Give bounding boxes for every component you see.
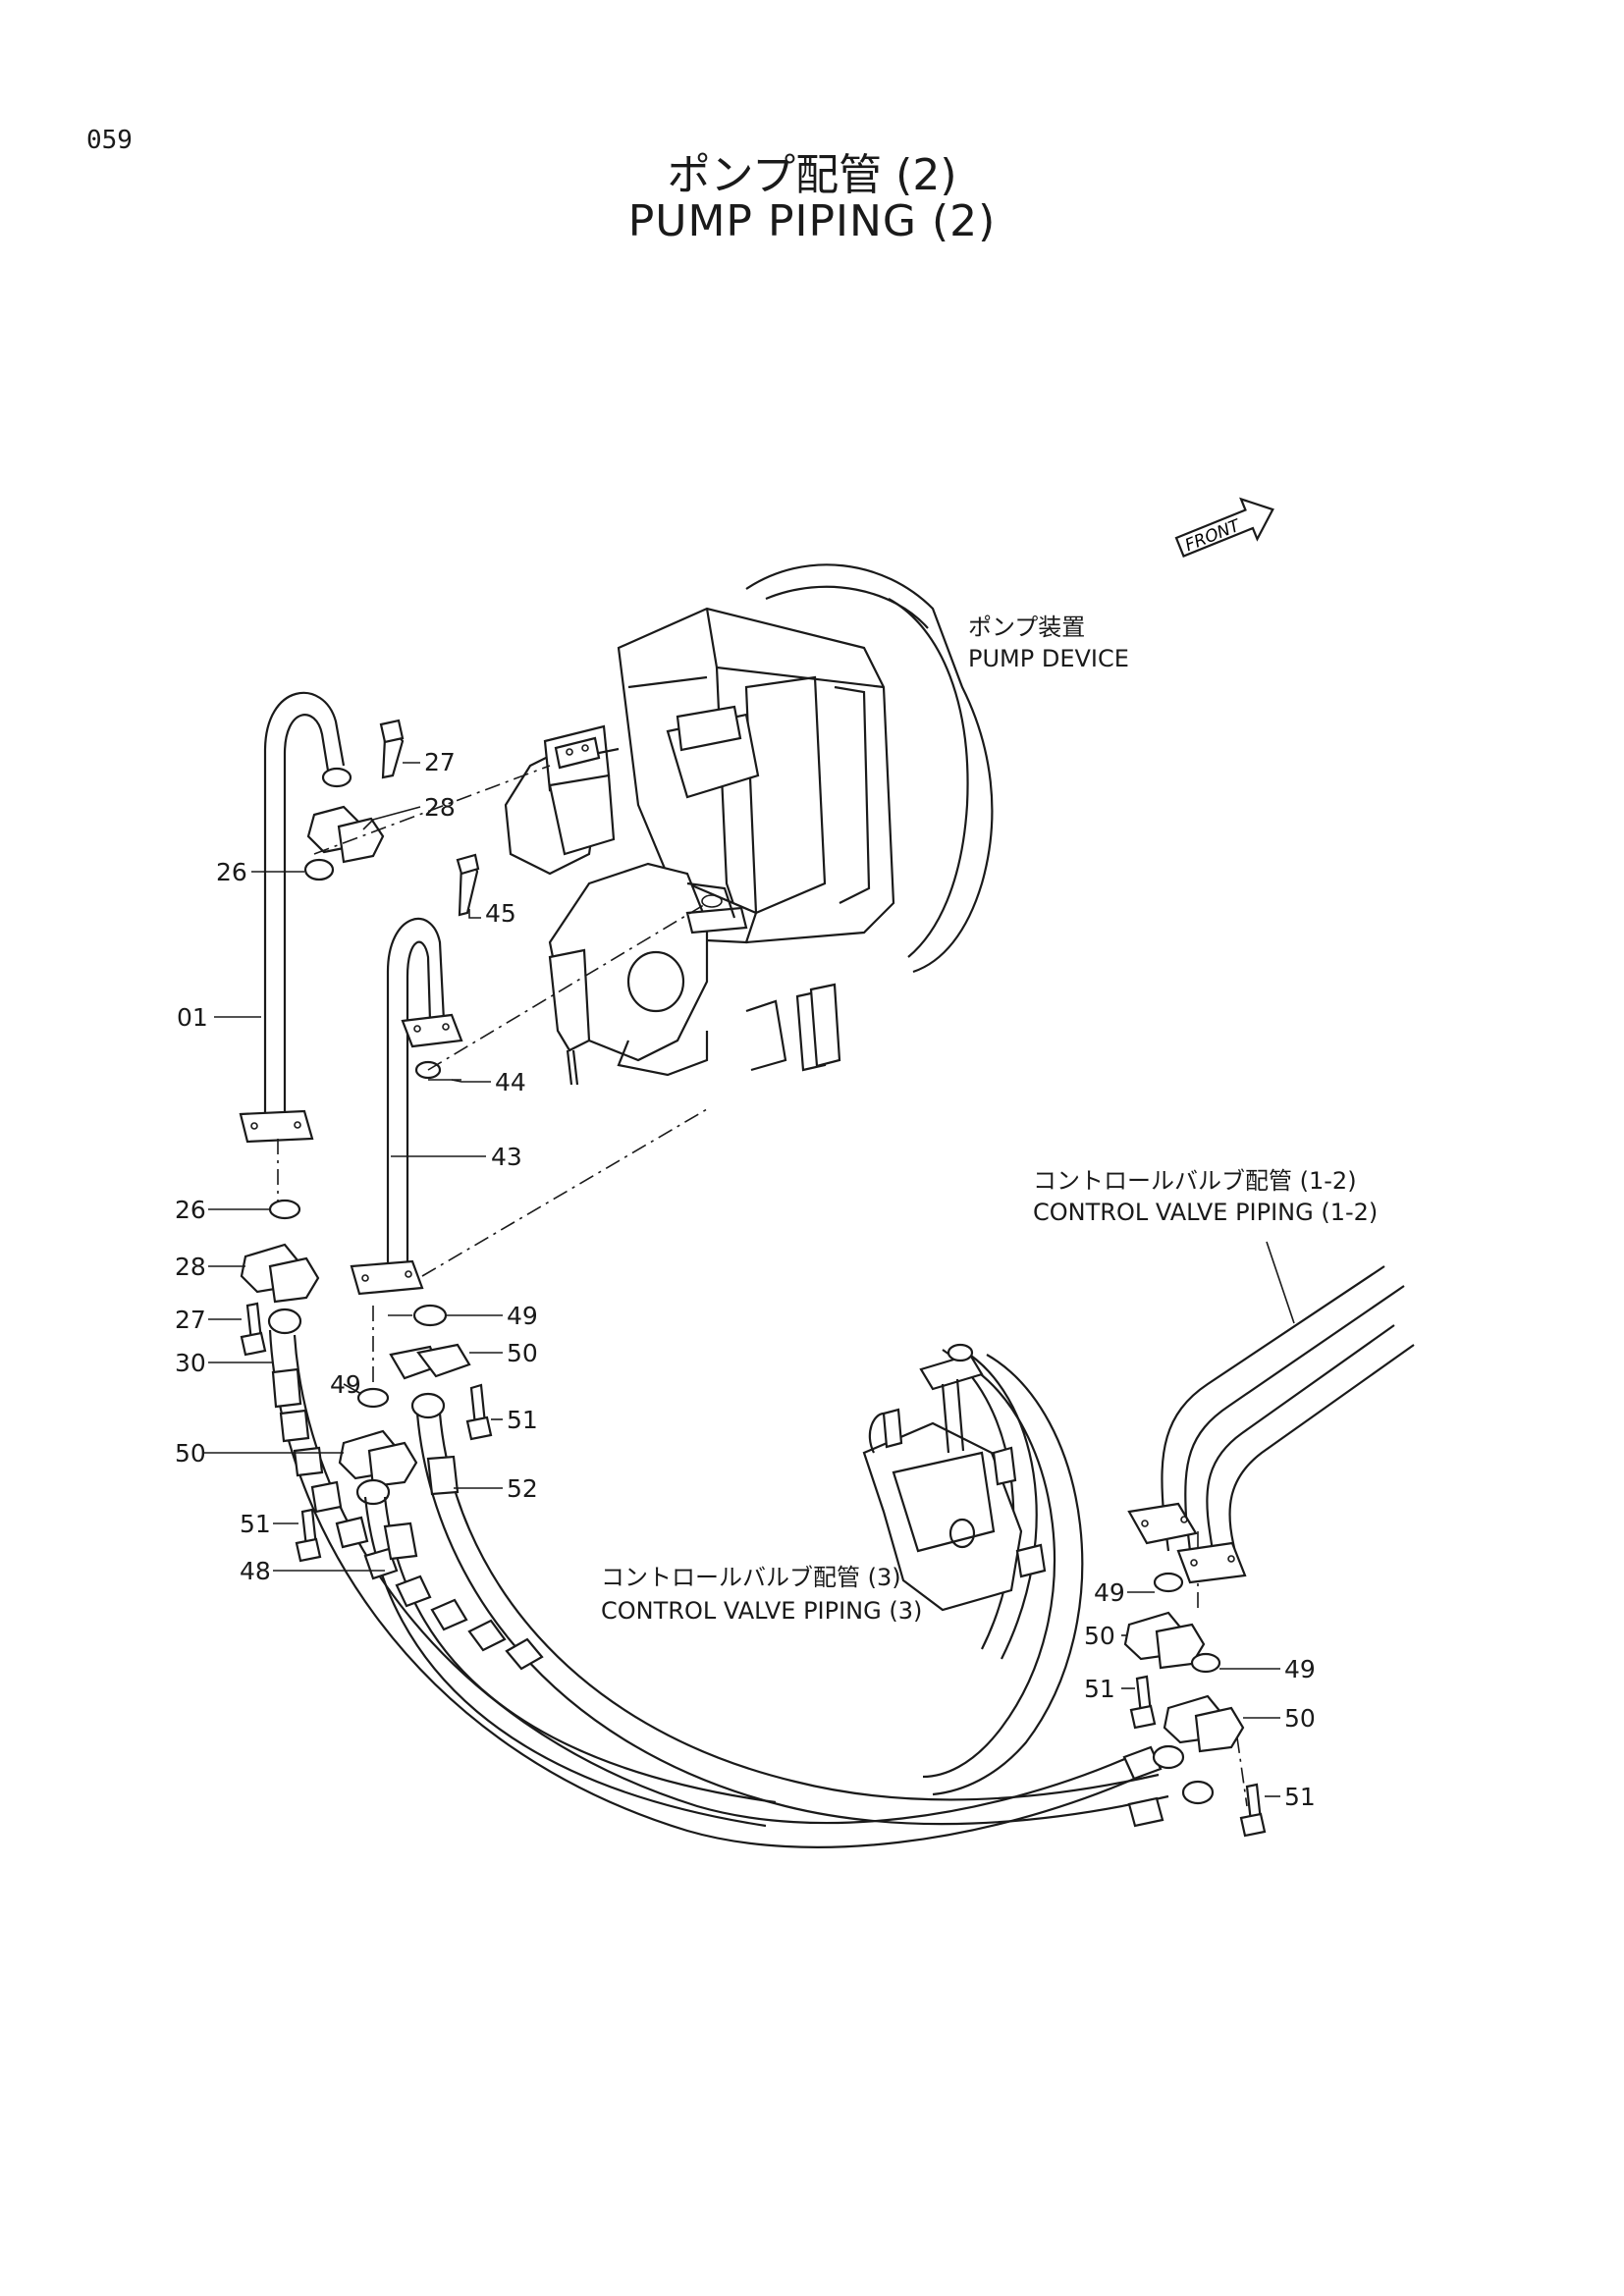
control-valve-3 — [862, 1343, 1047, 1612]
callout-49: 49 — [507, 1302, 538, 1330]
upper-clamp-28 — [303, 719, 405, 881]
callout-44: 44 — [495, 1068, 526, 1096]
control-valve-piping-1-2 — [1127, 1265, 1415, 1584]
callout-51: 51 — [240, 1510, 271, 1538]
callout-51: 51 — [1084, 1675, 1115, 1703]
cv-piping-3-caption-ja: コントロールバルブ配管 (3) — [601, 1564, 901, 1591]
pump-device — [504, 563, 994, 1086]
page-number: 059 — [86, 126, 133, 155]
callout-45: 45 — [485, 899, 516, 928]
page-title-english: PUMP PIPING (2) — [627, 196, 997, 246]
pipe-01 — [239, 691, 352, 1144]
right-fittings — [1123, 1572, 1267, 1838]
front-arrow: FRONT — [1174, 497, 1274, 558]
callout-27: 27 — [175, 1306, 206, 1334]
callout-51: 51 — [507, 1406, 538, 1434]
callout-50: 50 — [1084, 1622, 1115, 1650]
callout-28: 28 — [175, 1253, 206, 1281]
callout-30: 30 — [175, 1349, 206, 1377]
callout-28: 28 — [424, 793, 456, 822]
cv-piping-3-caption-en: CONTROL VALVE PIPING (3) — [601, 1597, 923, 1625]
leader-lines — [202, 762, 1295, 1797]
front-label: FRONT — [1182, 515, 1244, 556]
cv-piping-1-2-caption-ja: コントロールバルブ配管 (1-2) — [1033, 1167, 1357, 1195]
callout-50: 50 — [1284, 1704, 1316, 1733]
pump-device-caption-en: PUMP DEVICE — [968, 645, 1129, 672]
callout-01: 01 — [177, 1003, 208, 1032]
hoses — [268, 1329, 1169, 1848]
page-title-japanese: ポンプ配管 (2) — [667, 150, 957, 200]
callout-26: 26 — [216, 858, 247, 886]
callout-49: 49 — [1284, 1655, 1316, 1683]
callout-52: 52 — [507, 1474, 538, 1503]
cv-piping-1-2-caption-en: CONTROL VALVE PIPING (1-2) — [1033, 1199, 1379, 1226]
callout-49: 49 — [330, 1370, 361, 1399]
callout-43: 43 — [491, 1143, 522, 1171]
callout-26: 26 — [175, 1196, 206, 1224]
pipe-43 — [350, 853, 480, 1296]
callout-50: 50 — [175, 1439, 206, 1468]
callout-27: 27 — [424, 748, 456, 776]
pump-device-caption-ja: ポンプ装置 — [968, 614, 1086, 641]
callout-49: 49 — [1094, 1578, 1125, 1607]
callout-51: 51 — [1284, 1783, 1316, 1811]
callout-48: 48 — [240, 1557, 271, 1585]
callout-50: 50 — [507, 1339, 538, 1367]
left-fittings — [240, 1199, 493, 1563]
